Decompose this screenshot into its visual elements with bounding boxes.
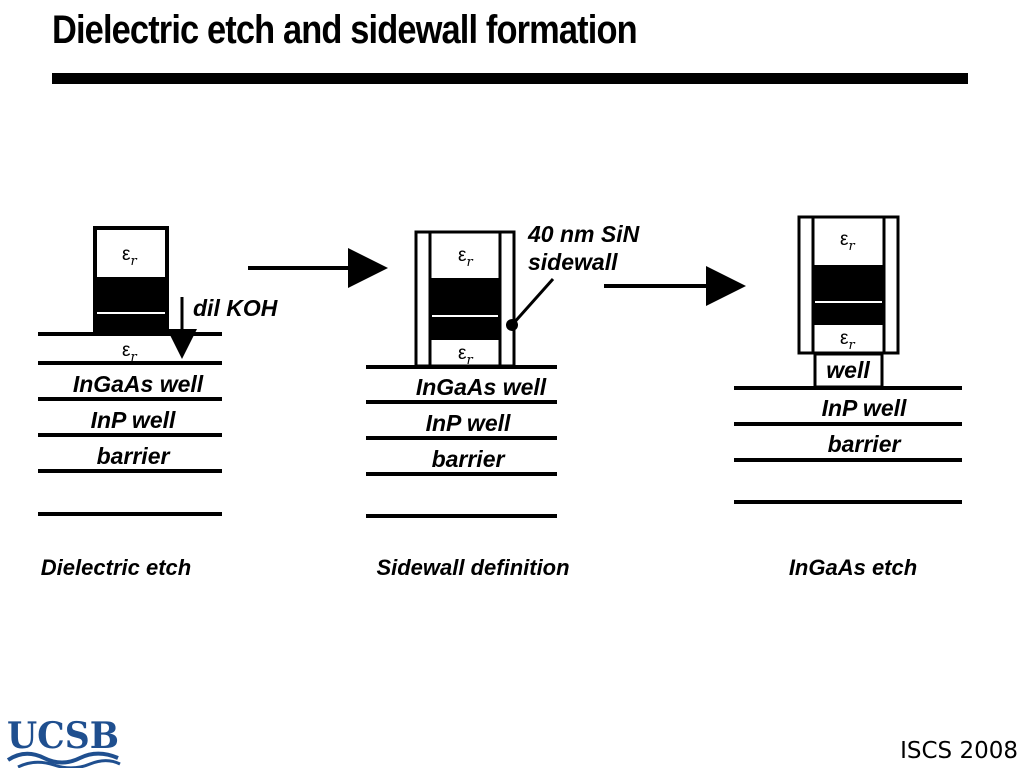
slide-title: Dielectric etch and sidewall formation <box>52 8 638 52</box>
ucsb-logo: UCSB <box>6 715 121 768</box>
sidewall-right <box>498 230 516 368</box>
wave-icon <box>6 751 119 765</box>
epsilon-label: εr <box>122 340 137 365</box>
sidewall-label: sidewall <box>528 249 618 275</box>
metal-layer <box>95 277 167 334</box>
stage-caption: Sidewall definition <box>376 555 569 580</box>
logo-text: UCSB <box>7 715 119 757</box>
title-rule <box>52 73 968 84</box>
metal-layer <box>814 265 883 325</box>
layer-label: well <box>826 357 870 383</box>
layer-label: InGaAs well <box>73 371 204 397</box>
sidewall-leader-dot <box>506 319 518 331</box>
layer-label: InP well <box>426 410 511 436</box>
layer-label: InP well <box>822 395 907 421</box>
epsilon-label: εr <box>840 229 855 254</box>
conference-label: ISCS 2008 <box>900 738 1018 764</box>
sidewall-left <box>797 215 815 355</box>
layer-label: barrier <box>828 431 902 457</box>
etchant-label: dil KOH <box>193 295 278 321</box>
metal-layer <box>431 278 499 340</box>
stage-sidewall-definition: εr εr InGaAs well InP well barrier 40 nm… <box>366 221 640 580</box>
layer-label: barrier <box>432 446 506 472</box>
stage-caption: InGaAs etch <box>789 555 917 580</box>
layer-label: barrier <box>97 443 171 469</box>
epsilon-label: εr <box>458 245 473 270</box>
stage-dielectric-etch: εr εr InGaAs well InP well barrier dil K… <box>38 226 278 580</box>
sidewall-left <box>414 230 432 368</box>
well-mesa <box>813 352 884 389</box>
sidewall-label: 40 nm SiN <box>527 221 640 247</box>
layer-label: InP well <box>91 407 176 433</box>
stage-ingaas-etch: εr εr well InP well barrier InGaAs etch <box>734 215 962 580</box>
sidewall-leader <box>510 278 555 326</box>
stage-caption: Dielectric etch <box>41 555 191 580</box>
epsilon-label: εr <box>458 343 473 368</box>
epsilon-label: εr <box>840 328 855 353</box>
sidewall-right <box>882 215 900 355</box>
epsilon-label: εr <box>122 244 137 269</box>
layer-label: InGaAs well <box>416 374 547 400</box>
